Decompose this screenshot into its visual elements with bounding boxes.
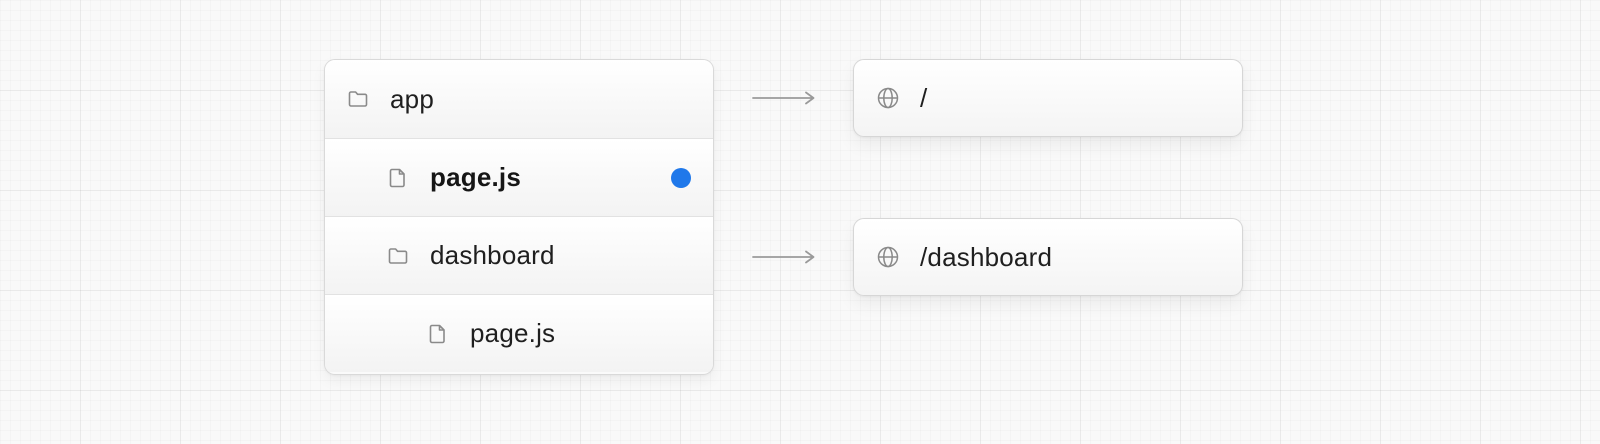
tree-row-page-file[interactable]: page.js bbox=[325, 138, 713, 216]
tree-row-dashboard-folder[interactable]: dashboard bbox=[325, 216, 713, 294]
route-path: / bbox=[920, 82, 928, 113]
folder-icon bbox=[347, 88, 369, 110]
arrow-right-icon bbox=[752, 250, 815, 264]
file-icon bbox=[387, 167, 409, 189]
route-dashboard[interactable]: /dashboard bbox=[853, 218, 1243, 296]
arrow-right-icon bbox=[752, 91, 815, 105]
folder-icon bbox=[387, 245, 409, 267]
tree-row-dashboard-page-file[interactable]: page.js bbox=[325, 294, 713, 372]
tree-row-app-folder[interactable]: app bbox=[325, 60, 713, 138]
globe-icon bbox=[876, 245, 900, 269]
tree-row-label: page.js bbox=[470, 318, 556, 348]
tree-row-label: dashboard bbox=[430, 240, 555, 270]
tree-row-label: app bbox=[390, 83, 434, 114]
globe-icon bbox=[876, 86, 900, 110]
route-path: /dashboard bbox=[920, 241, 1053, 272]
file-tree: app page.js dashboard page.js bbox=[324, 59, 714, 375]
route-root[interactable]: / bbox=[853, 59, 1243, 137]
tree-row-label: page.js bbox=[430, 162, 521, 192]
active-file-marker bbox=[671, 167, 691, 188]
file-icon bbox=[427, 323, 449, 345]
